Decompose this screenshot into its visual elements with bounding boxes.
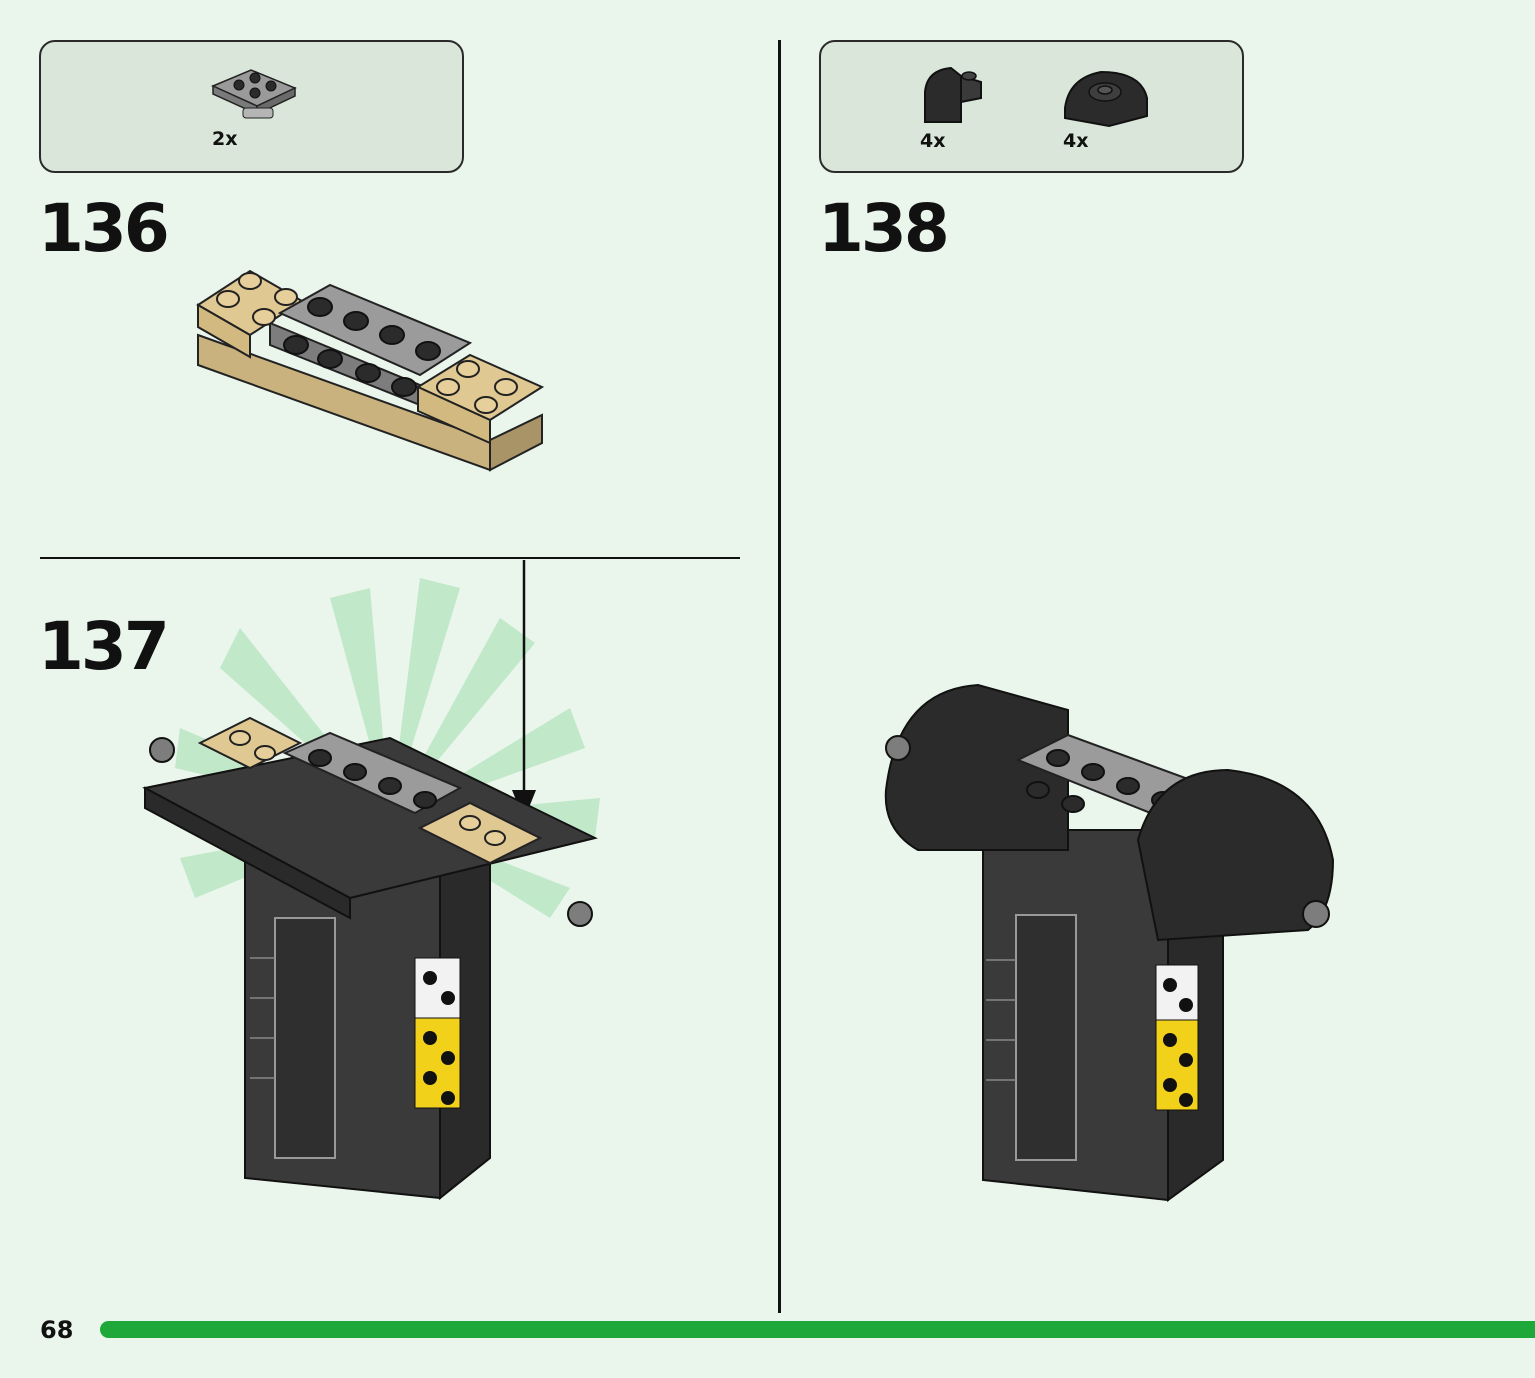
assembly-illustration-step-138 bbox=[884, 683, 1335, 1202]
step-number-136: 136 bbox=[38, 190, 170, 267]
curved-corner-slope-icon bbox=[1064, 70, 1148, 128]
step-number-137: 137 bbox=[38, 608, 170, 685]
part-quantity: 2x bbox=[212, 128, 238, 150]
progress-bar bbox=[100, 1321, 1535, 1338]
page-number: 68 bbox=[40, 1316, 74, 1344]
parts-box-step-138: 4x 4x bbox=[819, 40, 1244, 173]
assembly-illustration-step-137 bbox=[142, 560, 600, 1201]
column-divider bbox=[778, 40, 781, 1313]
parts-box-step-136: 2x bbox=[39, 40, 464, 173]
part-quantity: 4x bbox=[920, 130, 946, 152]
plate-2x2-with-pin-icon bbox=[211, 69, 297, 119]
curved-slope-icon bbox=[924, 66, 982, 123]
step-divider bbox=[40, 557, 740, 559]
assembly-illustration-step-136 bbox=[196, 269, 545, 472]
part-quantity: 4x bbox=[1063, 130, 1089, 152]
step-number-138: 138 bbox=[818, 190, 950, 267]
